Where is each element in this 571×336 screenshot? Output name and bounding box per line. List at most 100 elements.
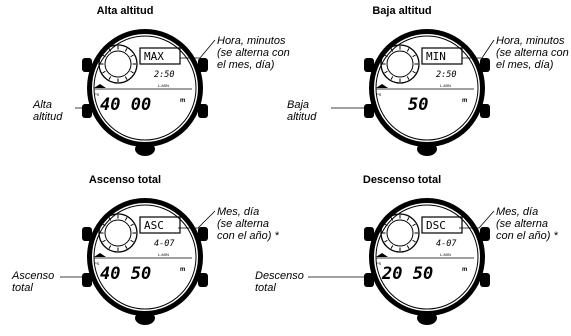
mode-box [421,216,463,234]
time-annotation: Hora, minutos (se alterna con el mes, dí… [496,35,569,71]
sub-dial [380,213,420,253]
sub-dial-tick [384,54,388,58]
watch: MIN 2:50L-MIN PS 50 m [364,29,490,156]
sub-dial [98,44,138,84]
time-annotation: Hora, minutos (se alterna con el mes, dí… [217,35,290,71]
leader-line [178,210,216,229]
sub-dial-inner [104,219,132,247]
unit-label: m [462,98,467,104]
sub-dial-tick [124,217,128,221]
sub-dial-tick [412,223,416,227]
altitude-value: 40 00 [100,95,151,115]
sub-dial-tick [390,48,394,52]
sub-dial-tick [108,76,112,80]
date-annotation: Mes, día (se alterna con el año) * [496,206,558,242]
mode-label: ASC [144,219,164,232]
sub-dial-tick [412,70,416,74]
side-button [198,273,208,287]
sub-dial-tick [406,217,410,221]
panel-title: Ascenso total [88,174,162,186]
sub-dial-tick [102,54,106,58]
sub-dial-tick [124,76,128,80]
sub-dial-tick [390,76,394,80]
time-readout: 2:50 [436,70,456,80]
mode-indicator-icon [94,253,106,257]
sub-dial-tick [130,70,134,74]
panel-title: Descenso total [362,174,442,186]
leader-line [180,39,216,59]
sub-dial-tick [406,48,410,52]
mode-indicator-icon [376,84,388,88]
panel-title: Alta altitud [96,5,154,17]
side-button [198,58,208,72]
value-annotation: Descenso total [255,270,304,294]
lmin-label: L-MIN [158,83,169,88]
altitude-value: 50 [408,95,428,115]
sub-dial-tick [108,217,112,221]
sub-dial-tick [124,245,128,249]
side-button [364,227,374,241]
watch-face [374,34,480,142]
sub-dial-tick [102,239,106,243]
sub-dial-tick [412,239,416,243]
sub-dial-tick [108,245,112,249]
sub-dial-tick [384,70,388,74]
sub-dial-tick [406,76,410,80]
side-button [364,273,374,287]
unit-label: m [462,267,467,273]
mode-label: MAX [144,50,164,63]
ps-label: PS [376,261,382,266]
sub-dial-tick [124,48,128,52]
watch-face [374,203,480,311]
side-button [82,58,92,72]
ps-label: PS [94,261,100,266]
sub-dial-tick [102,70,106,74]
sub-dial-tick [390,217,394,221]
sub-dial-inner [104,50,132,78]
side-button [82,273,92,287]
side-button [480,104,490,118]
value-annotation: Ascenso total [12,270,55,294]
mode-box [139,47,181,65]
side-button [364,104,374,118]
side-button [198,104,208,118]
sub-dial-inner [386,219,414,247]
ps-label: PS [94,92,100,97]
altitude-value: 20 50 [381,264,433,284]
sub-dial-tick [130,54,134,58]
sub-dial [380,44,420,84]
mode-indicator-icon [94,84,106,88]
sub-dial-tick [390,245,394,249]
date-annotation: Mes, día (se alterna con el año) * [217,206,279,242]
mode-label: DSC [426,219,446,232]
sub-dial-tick [102,223,106,227]
mode-label: MIN [426,50,446,63]
lmin-label: L-MIN [158,252,169,257]
sub-dial-tick [384,223,388,227]
panel-title: Baja altitud [372,5,432,17]
side-button [480,58,490,72]
sub-dial-tick [406,245,410,249]
sub-dial-tick [130,239,134,243]
leader-line [462,39,495,59]
time-readout: 4-07 [154,239,175,249]
side-button [82,227,92,241]
lmin-label: L-MIN [440,83,451,88]
leader-line [459,210,495,229]
unit-label: m [180,267,185,273]
ps-label: PS [376,92,382,97]
sub-dial-tick [130,223,134,227]
watch-face [92,203,198,311]
sub-dial-tick [108,48,112,52]
mode-box [139,216,181,234]
unit-label: m [180,98,185,104]
side-button [82,104,92,118]
time-readout: 2:50 [154,70,174,80]
mode-box [421,47,463,65]
time-readout: 4-07 [436,239,457,249]
